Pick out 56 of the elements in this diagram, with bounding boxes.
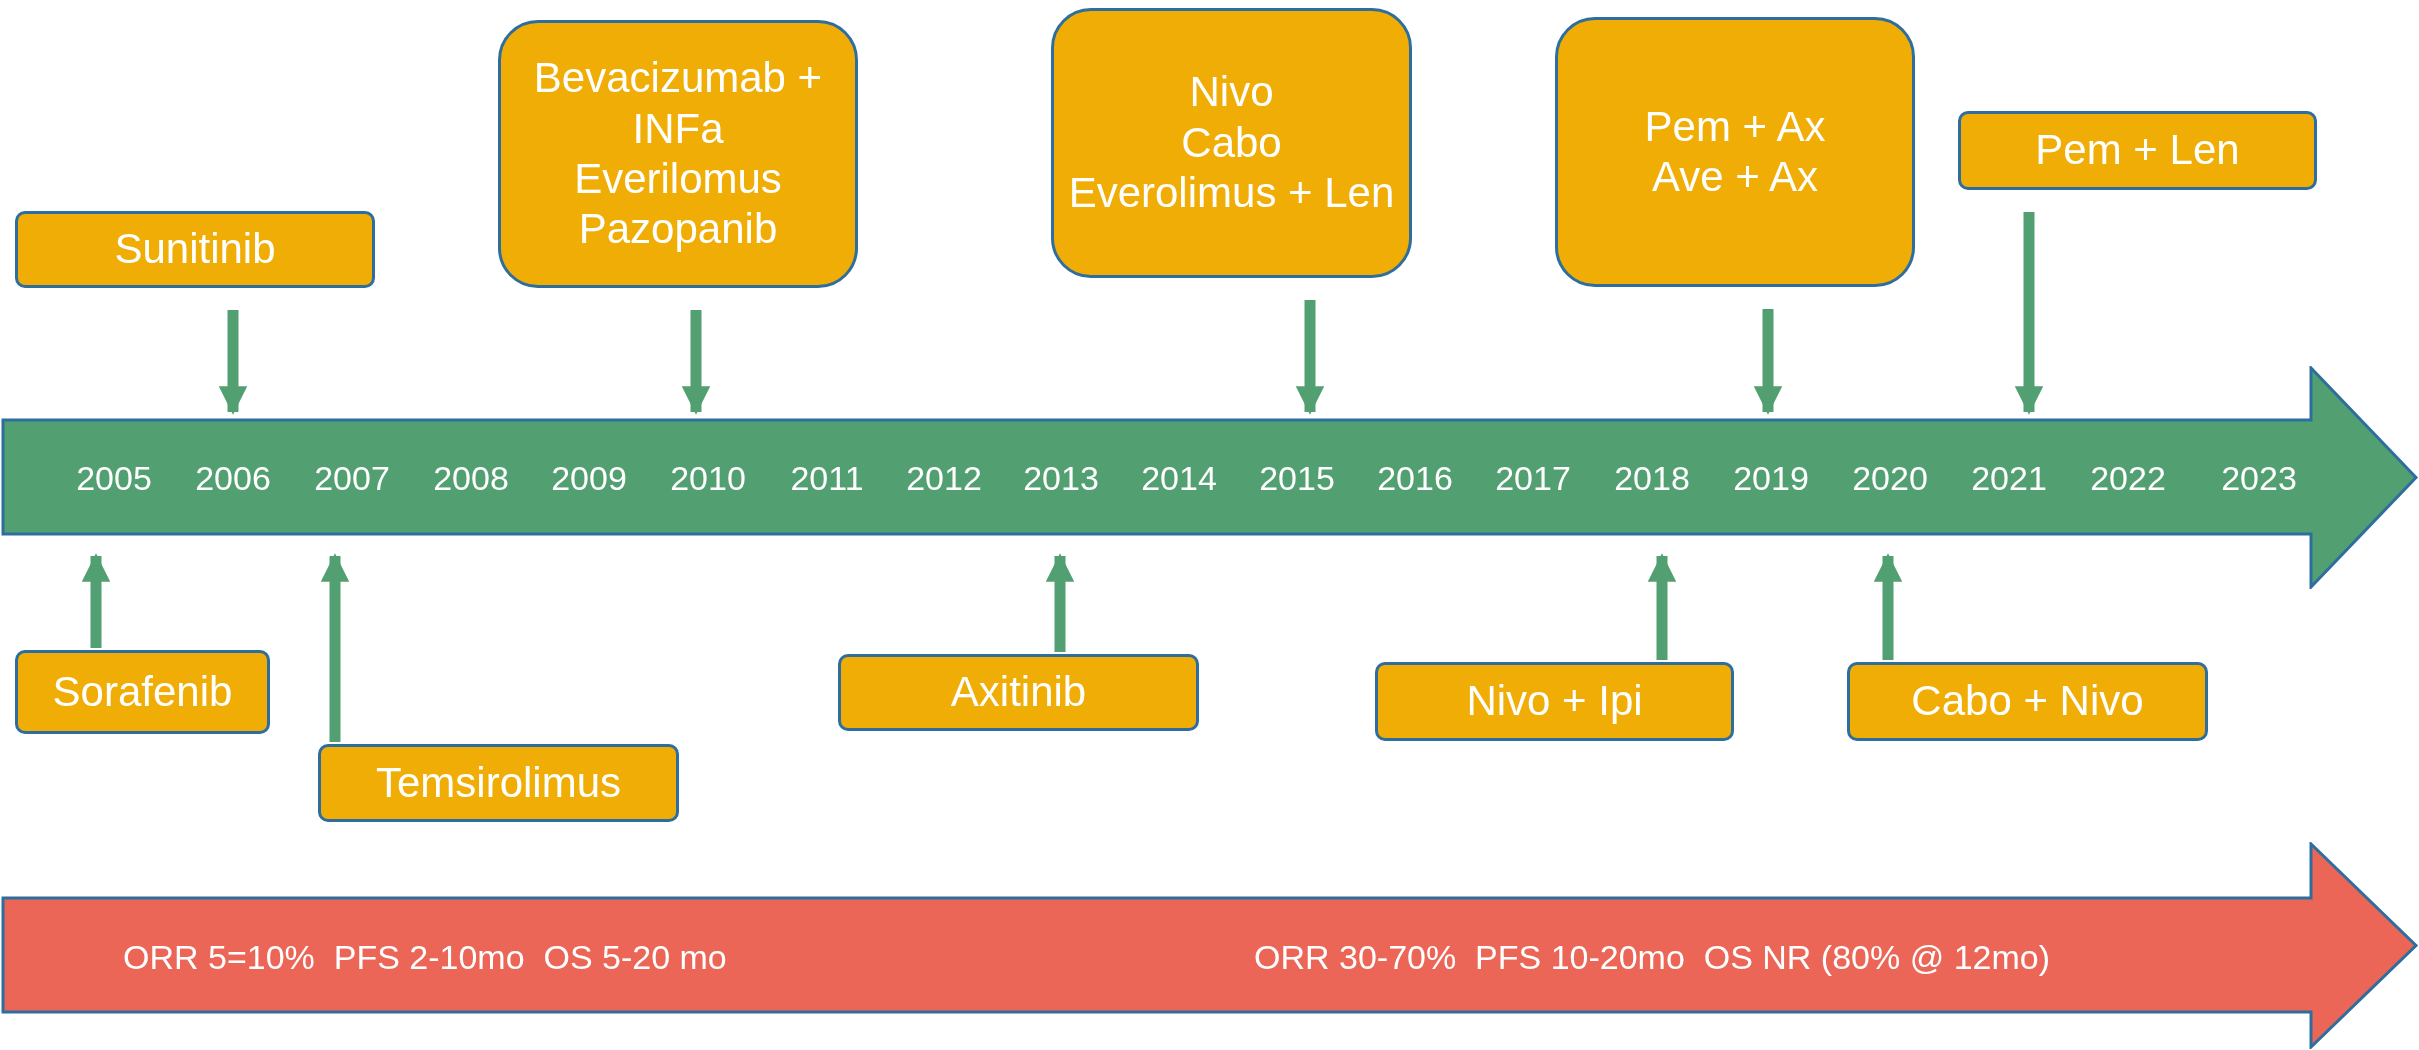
outcome-text: ORR 30-70% PFS 10-20mo OS NR (80% @ 12mo) [1254,937,2050,977]
year-label: 2017 [1495,458,1571,498]
drug-label: Pazopanib [577,204,779,255]
year-label: 2018 [1614,458,1690,498]
year-label: 2022 [2090,458,2166,498]
year-label: 2014 [1141,458,1217,498]
year-label: 2009 [551,458,627,498]
drug-label: Nivo + Ipi [1465,676,1644,727]
drug-label: Everilomus [573,154,783,204]
drug-label: Axitinib [949,667,1088,718]
year-label: 2006 [195,458,271,498]
year-label: 2012 [906,458,982,498]
year-label: 2021 [1971,458,2047,498]
drug-label: Bevacizumab + INFa [532,53,824,154]
arrow [681,310,711,415]
year-label: 2015 [1259,458,1335,498]
arrow [2014,212,2044,415]
drug-box [15,650,270,734]
drug-box [1958,111,2317,190]
drug-box [1847,662,2208,741]
year-label: 2019 [1733,458,1809,498]
arrow [218,310,248,415]
drug-label: Pem + Len [2034,125,2241,176]
year-label: 2020 [1852,458,1928,498]
drug-label: Ave + Ax [1650,152,1820,202]
year-label: 2010 [670,458,746,498]
arrow [1647,553,1677,660]
arrow [1295,300,1325,415]
year-label: 2013 [1023,458,1099,498]
drug-label: Everolimus + Len [1067,168,1396,219]
drug-box [1051,8,1412,278]
drug-label: Nivo [1188,67,1275,118]
year-label: 2007 [314,458,390,498]
year-label: 2008 [433,458,509,498]
year-label: 2005 [76,458,152,498]
drug-label: Cabo + Nivo [1910,676,2145,727]
year-label: 2016 [1377,458,1453,498]
arrow [81,553,111,648]
arrow [320,553,350,742]
drug-box [838,654,1199,731]
drug-box [15,211,375,288]
year-label: 2011 [790,458,864,498]
arrow [1045,553,1075,652]
drug-box [498,20,858,288]
drug-label: Cabo [1180,117,1283,168]
drug-label: Temsirolimus [375,757,622,808]
drug-label: Sunitinib [113,224,277,275]
arrow [1753,309,1783,415]
arrow [1873,553,1903,660]
drug-box [318,744,679,822]
drug-label: Pem + Ax [1643,101,1827,152]
drug-label: Sorafenib [51,666,234,717]
year-label: 2023 [2221,458,2297,498]
drug-box [1555,17,1915,287]
drug-box [1375,662,1734,741]
outcome-text: ORR 5=10% PFS 2-10mo OS 5-20 mo [123,937,727,977]
